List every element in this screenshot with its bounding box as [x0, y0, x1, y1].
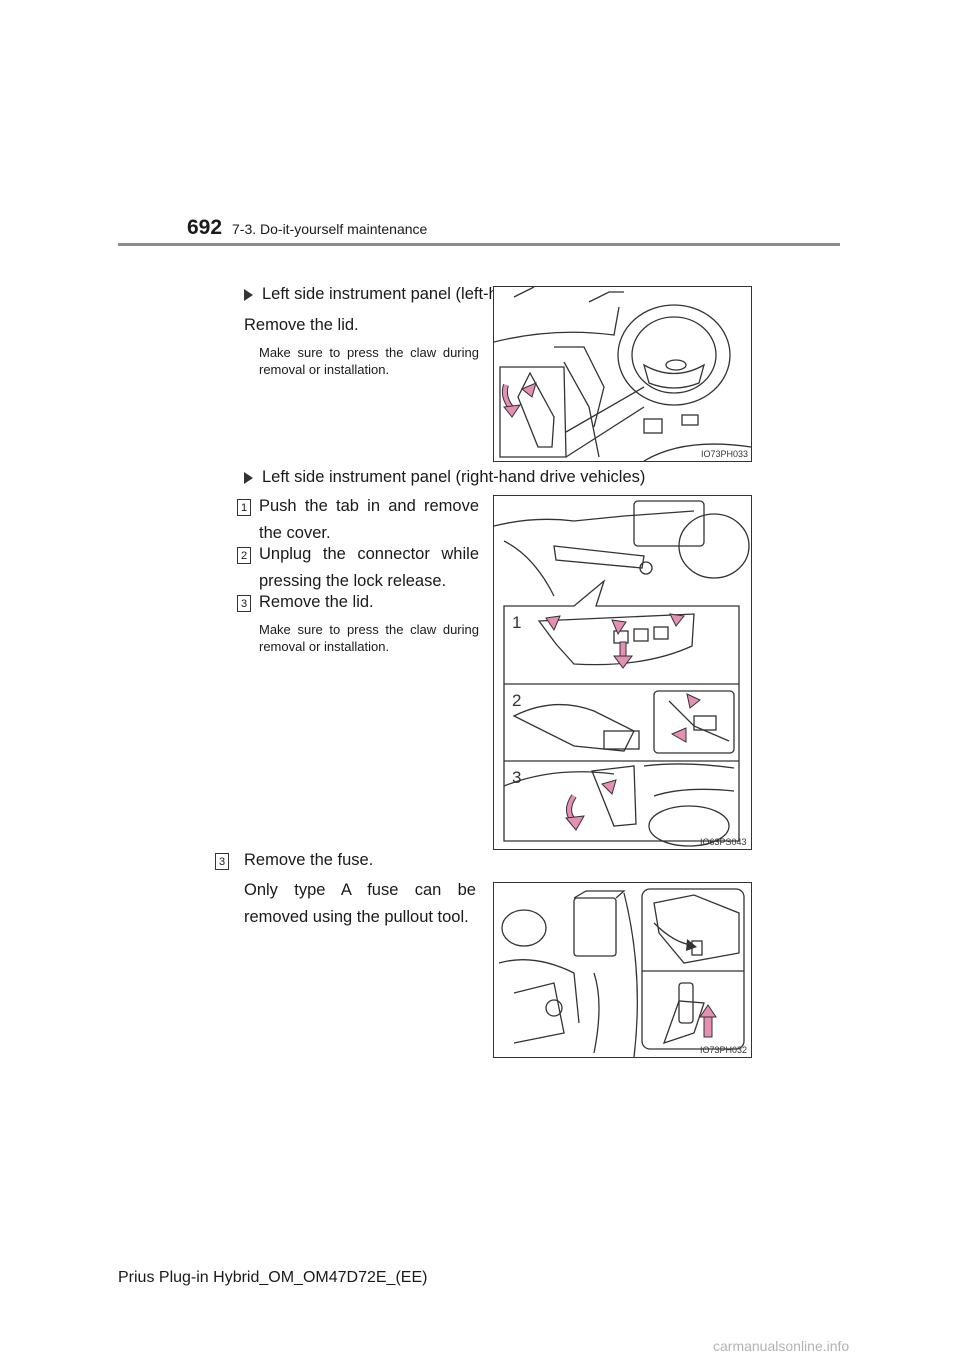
triangle-bullet-icon: [244, 471, 253, 484]
step-3-text: Remove the fuse.: [244, 851, 374, 869]
heading-rhd-text: Left side instrument panel (right-hand d…: [262, 468, 646, 486]
callout-2: 2: [512, 691, 521, 710]
step-number-badge: 3: [215, 853, 229, 870]
figure-fuse-code: IO73PH032: [700, 1045, 747, 1055]
note-rhd: Make sure to press the claw during remov…: [259, 622, 479, 654]
step-number-badge: 2: [237, 547, 251, 564]
callout-3: 3: [512, 768, 521, 787]
watermark: carmanualsonline.info: [713, 1338, 850, 1354]
figure-lhd-code: IO73PH033: [701, 449, 748, 459]
note-lhd: Make sure to press the claw during remov…: [259, 345, 479, 377]
step-3-detail: Only type A fuse can be removed using th…: [244, 881, 476, 926]
step-lhd-text: Remove the lid.: [244, 316, 359, 334]
callout-1: 1: [512, 613, 521, 632]
step-rhd-2-text: Unplug the connector while pressing the …: [259, 545, 479, 590]
header-divider: [118, 243, 840, 246]
step-rhd-1-text: Push the tab in and remove the cover.: [259, 497, 479, 542]
step-number-badge: 3: [237, 595, 251, 612]
figure-fuse-illustration: IO73PH032: [493, 882, 752, 1058]
section-title: 7-3. Do-it-yourself maintenance: [232, 221, 428, 237]
triangle-bullet-icon: [244, 288, 253, 301]
footer-model-code: Prius Plug-in Hybrid_OM_OM47D72E_(EE): [118, 1269, 428, 1286]
step-number-badge: 1: [237, 499, 251, 516]
step-rhd-3-text: Remove the lid.: [259, 593, 374, 611]
heading-rhd: Left side instrument panel (right-hand d…: [244, 468, 645, 487]
figure-lhd-illustration: IO73PH033: [493, 286, 752, 462]
page-number: 692: [187, 216, 223, 239]
figure-rhd-illustration: 1 2 3 IO63PS043: [493, 495, 752, 850]
figure-rhd-code: IO63PS043: [700, 837, 747, 847]
